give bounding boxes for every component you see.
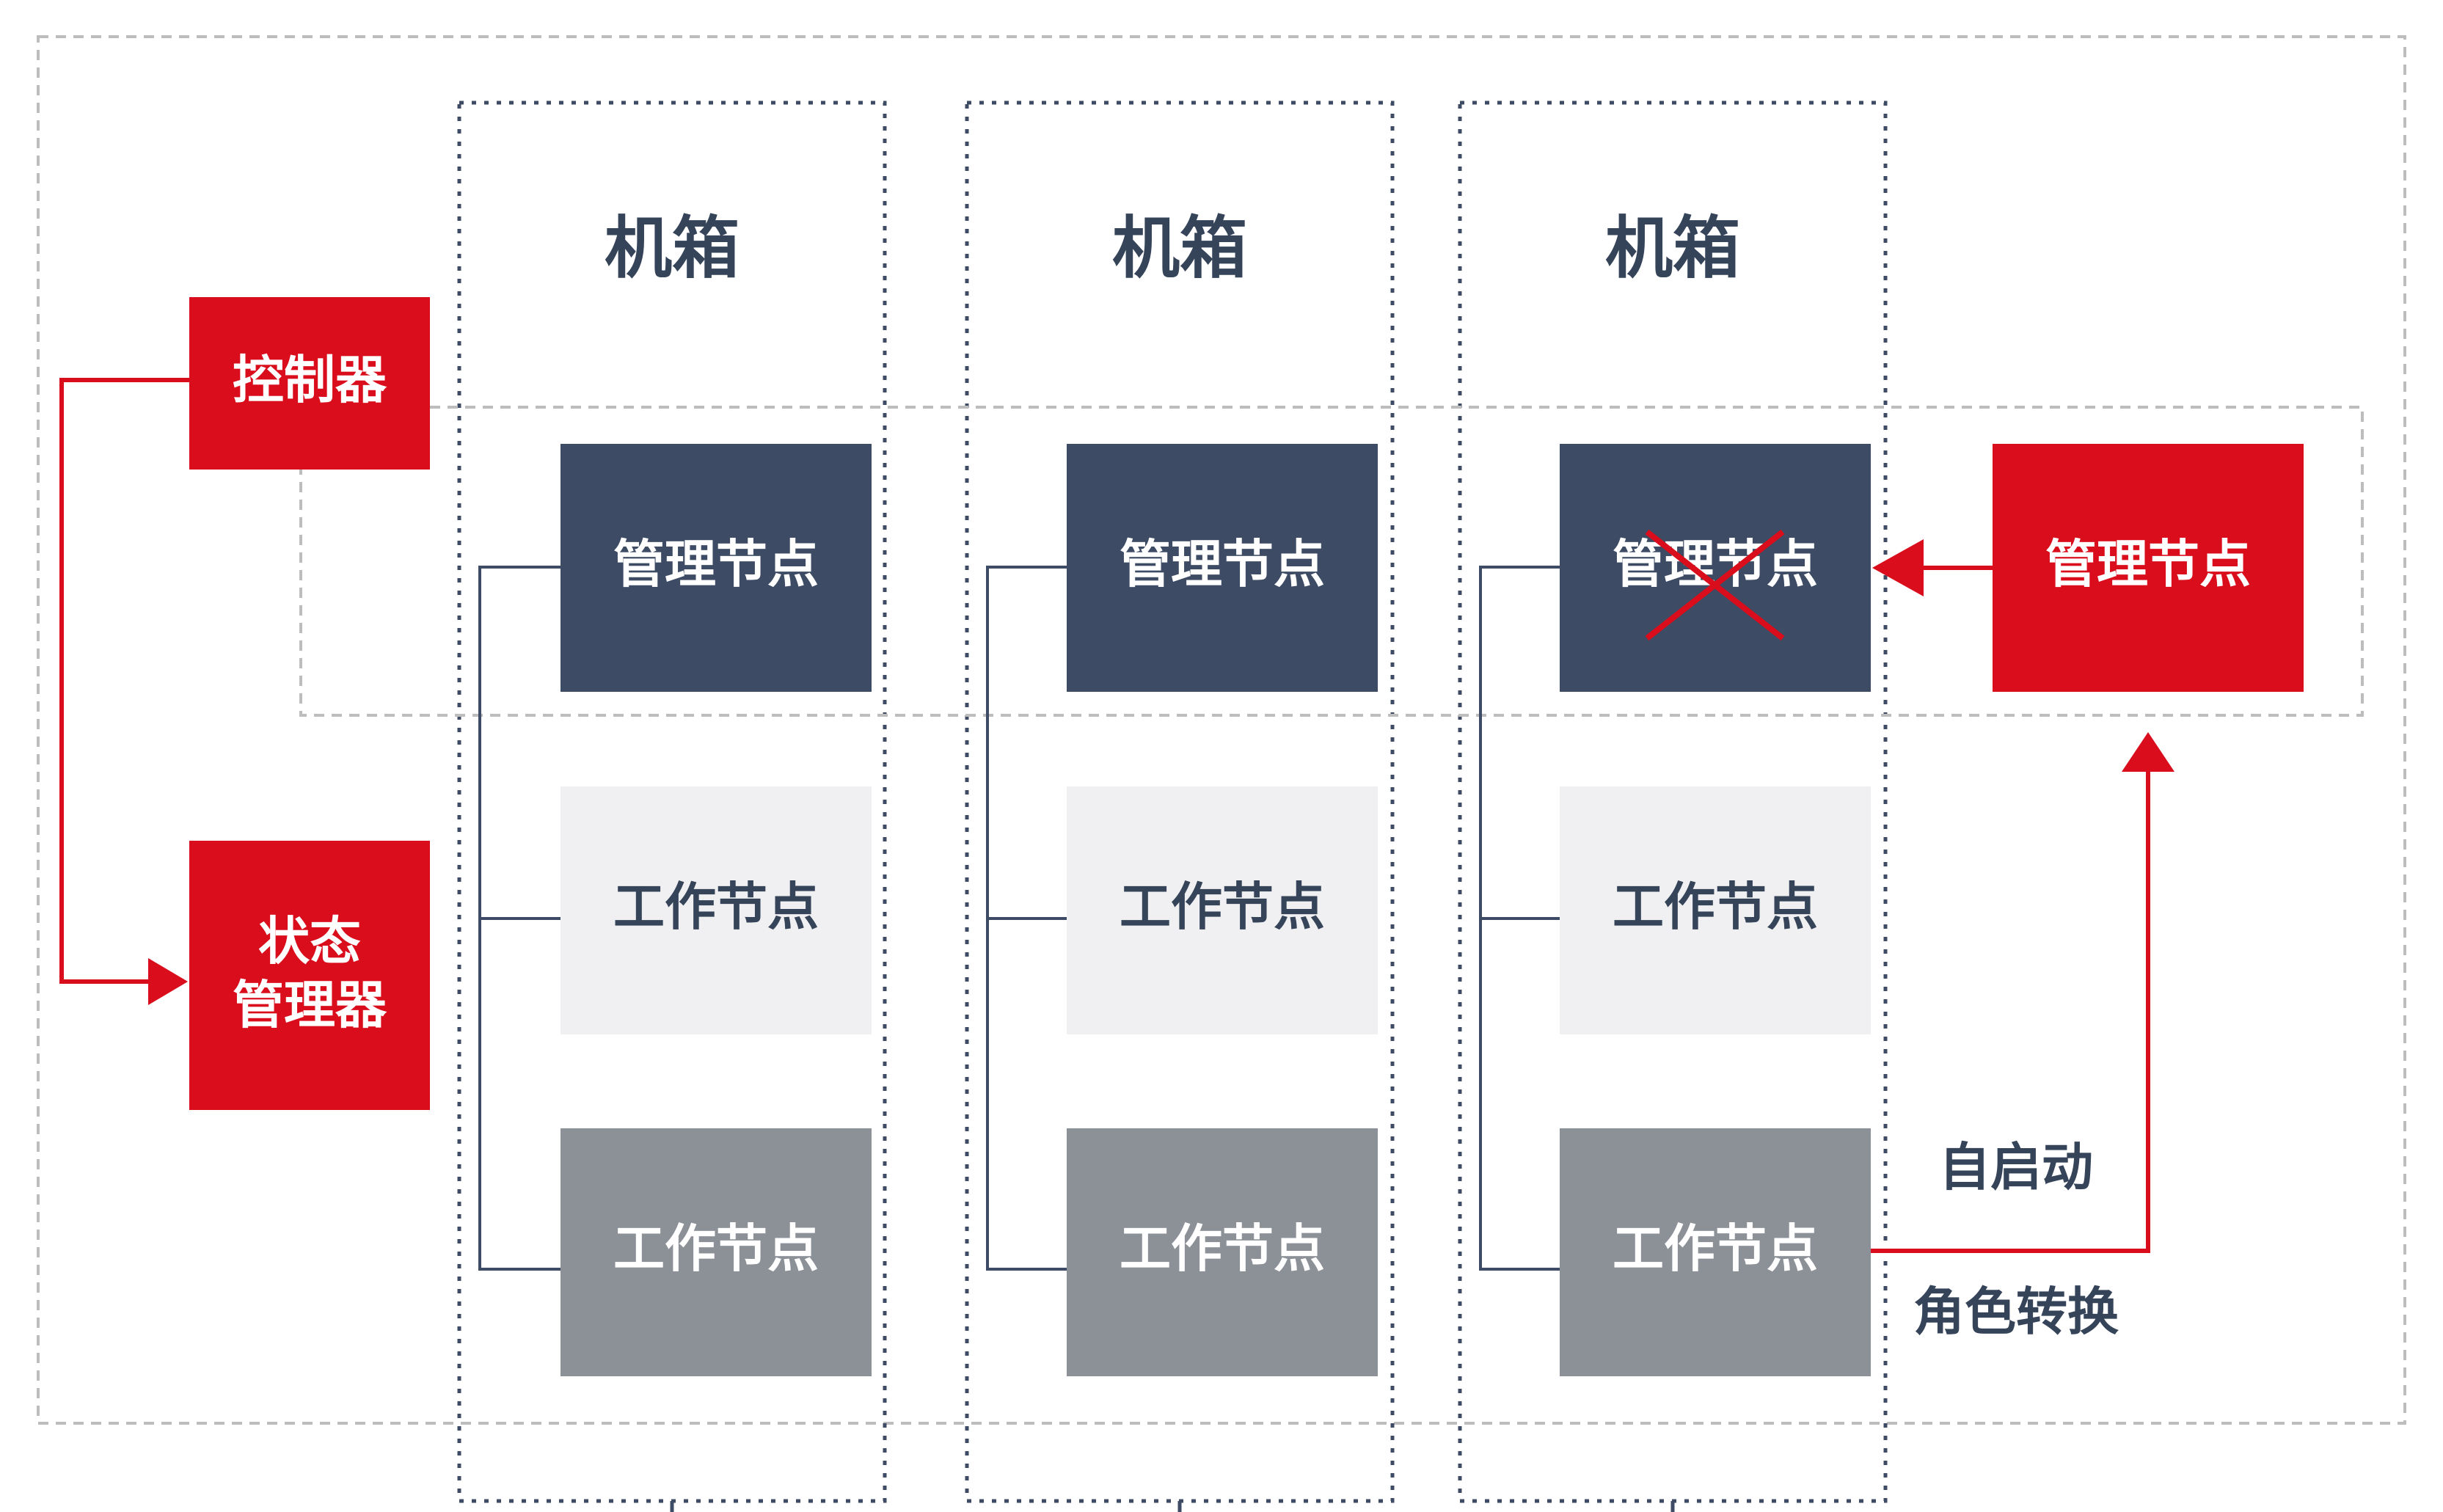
controller-box bbox=[189, 297, 430, 470]
worker-node-1b-label: 工作节点 bbox=[613, 1219, 819, 1279]
worker-node-2a bbox=[1067, 786, 1378, 1034]
manager-node-2 bbox=[1067, 444, 1378, 692]
manager-node-3-failed bbox=[1560, 444, 1871, 692]
controller-label: 控制器 bbox=[233, 350, 387, 410]
replace-arrowhead bbox=[1872, 539, 1924, 596]
role-switch-arrowhead bbox=[2122, 732, 2174, 772]
state-manager-box bbox=[189, 841, 430, 1110]
controller-to-state-arrowhead bbox=[148, 958, 188, 1005]
worker-node-2a-label: 工作节点 bbox=[1120, 877, 1325, 937]
worker-node-1a-label: 工作节点 bbox=[613, 877, 819, 937]
state-manager-label-line1: 状态 bbox=[258, 911, 361, 971]
worker-node-3b bbox=[1560, 1128, 1871, 1376]
role-switch-label: 角色转换 bbox=[1913, 1282, 2119, 1342]
worker-node-2b-label: 工作节点 bbox=[1120, 1219, 1325, 1279]
worker-node-1b bbox=[560, 1128, 872, 1376]
worker-node-3b-label: 工作节点 bbox=[1613, 1219, 1818, 1279]
failure-cross-icon bbox=[1645, 529, 1785, 641]
chassis-title-1: 机箱 bbox=[605, 209, 740, 288]
auto-start-label: 自启动 bbox=[1939, 1137, 2093, 1197]
manager-node-1 bbox=[560, 444, 872, 692]
node-bracket-3 bbox=[1479, 566, 1560, 1271]
manager-group-frame bbox=[299, 406, 2364, 717]
new-manager-node bbox=[1993, 444, 2304, 692]
worker-node-3a bbox=[1560, 786, 1871, 1034]
manager-node-1-label: 管理节点 bbox=[613, 534, 819, 594]
node-bracket-1 bbox=[478, 566, 560, 1271]
chassis-title-2: 机箱 bbox=[1112, 209, 1247, 288]
outer-cluster-frame bbox=[37, 35, 2406, 1425]
new-manager-node-label: 管理节点 bbox=[2045, 534, 2251, 594]
worker-node-3a-label: 工作节点 bbox=[1613, 877, 1818, 937]
node-bracket-2 bbox=[986, 566, 1067, 1271]
controller-to-state-arrow bbox=[59, 378, 189, 984]
chassis-title-3: 机箱 bbox=[1605, 209, 1740, 288]
role-switch-arrow bbox=[1871, 767, 2150, 1253]
state-manager-label-line2: 管理器 bbox=[233, 975, 387, 1035]
manager-node-2-label: 管理节点 bbox=[1120, 534, 1325, 594]
worker-node-1a bbox=[560, 786, 872, 1034]
worker-node-2b bbox=[1067, 1128, 1378, 1376]
